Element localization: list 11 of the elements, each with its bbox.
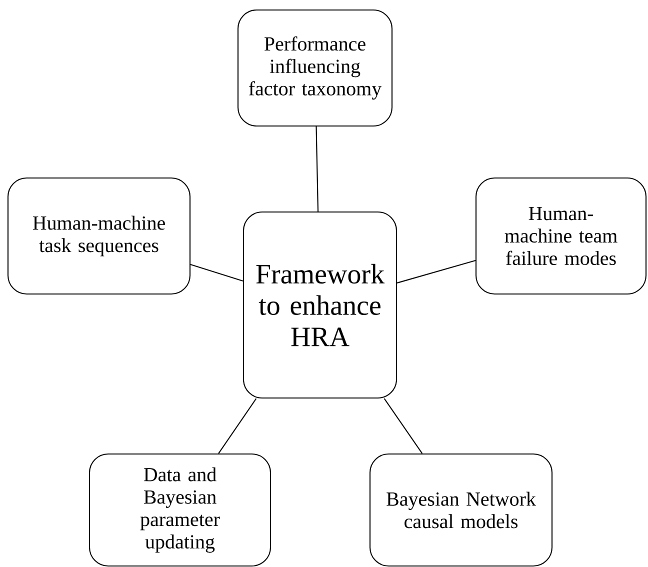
topic-box: Performance influencing factor taxonomy — [237, 9, 393, 127]
connector-line — [396, 260, 476, 284]
topic-box: Human-machine task sequences — [7, 177, 191, 295]
connector-line — [190, 264, 244, 282]
topic-box: Bayesian Network causal models — [369, 453, 553, 567]
connector-line — [316, 126, 319, 212]
center-box: Framework to enhance HRA — [242, 211, 398, 399]
topic-box: Human-machine team failure modes — [475, 177, 647, 295]
topic-box: Data and Bayesian parameter updating — [88, 453, 272, 567]
connector-line — [218, 398, 257, 454]
connector-line — [384, 398, 423, 454]
